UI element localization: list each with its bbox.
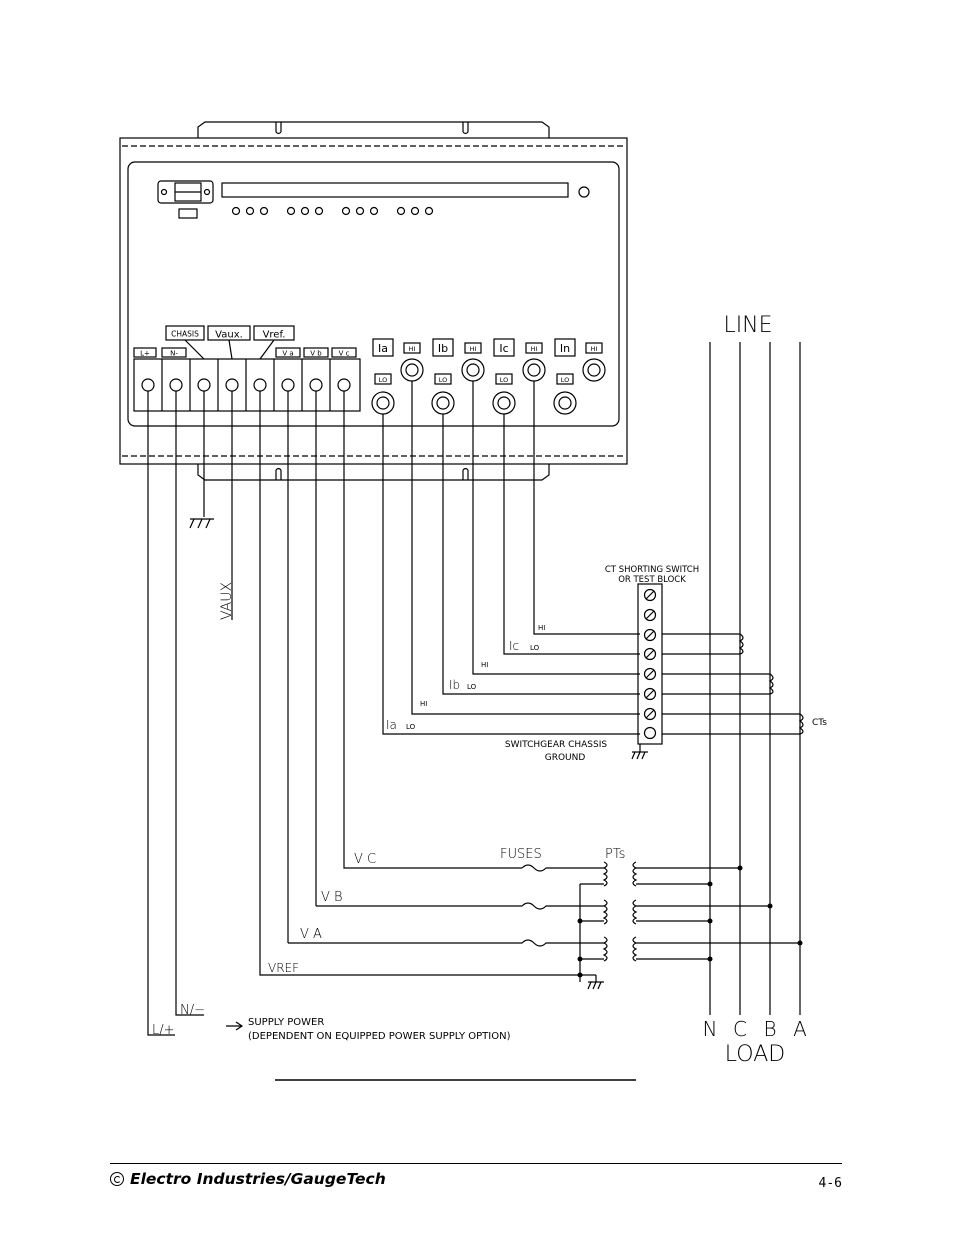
l-plus-label: L/+ [152,1023,175,1038]
ct-secondary-wires [662,633,804,735]
ib-lo-label: LO [467,683,477,691]
tag-vc: V c [339,350,350,358]
supply-label-2: (DEPENDENT ON EQUIPPED POWER SUPPLY OPTI… [248,1031,511,1042]
input-ib-hi: HI [470,345,477,353]
ib-hi-label: HI [481,661,488,669]
ct-shorting-switch [631,583,663,760]
tag-va: V a [282,350,293,358]
current-input-labels: Ia Ib Ic In HI HI HI HI LO LO LO LO [378,342,597,384]
phase-b-label: B [763,1017,776,1041]
fuses-and-pts [288,861,800,990]
input-ib-lo: LO [439,376,448,384]
footer-rule [110,1163,842,1164]
company-name: Electro Industries/GaugeTech [130,1170,386,1188]
company-logo-icon [110,1172,124,1186]
footer-brand: Electro Industries/GaugeTech [110,1170,386,1188]
line-conductors [709,342,801,1015]
input-in-hi: HI [591,345,598,353]
line-label: LINE [723,313,772,338]
ic-label: Ic [509,639,519,653]
ct-switch-label-1: CT SHORTING SWITCH [605,565,699,575]
load-label: LOAD [725,1042,785,1067]
ib-label: Ib [449,678,460,692]
supply-and-voltage-wires [147,391,583,1036]
va-label: V A [300,927,322,942]
wiring-text: VAUX CT SHORTING SWITCH OR TEST BLOCK HI… [152,313,827,1067]
input-ic-lo: LO [500,376,509,384]
input-ic-hi: HI [531,345,538,353]
input-ib-name: Ib [438,342,448,355]
supply-arrow-icon [226,1021,244,1031]
fuses-label: FUSES [500,847,542,862]
input-in-lo: LO [561,376,570,384]
ic-lo-label: LO [530,644,540,652]
tag-vref: Vref. [263,330,286,341]
ic-hi-label: HI [538,624,545,632]
terminal-block [133,325,361,412]
tag-chasis: CHASIS [171,330,199,339]
chassis-ground-icon [189,518,214,529]
input-ic-name: Ic [499,342,508,355]
supply-label-1: SUPPLY POWER [248,1017,324,1028]
ia-hi-label: HI [420,700,427,708]
n-minus-label: N/− [180,1003,205,1018]
vb-label: V B [321,890,343,905]
vaux-label: VAUX [219,582,235,620]
front-panel [157,180,590,219]
junction-dots [577,865,803,978]
pts-label: PTs [605,847,625,862]
page-number: 4-6 [818,1176,842,1191]
phase-a-label: A [793,1017,807,1041]
meter-housing [119,121,628,481]
tag-l-plus: L+ [140,350,150,358]
phase-n-label: N [703,1017,718,1041]
tag-n-minus: N- [170,350,178,358]
vc-label: V C [354,852,376,867]
switchgear-label-2: GROUND [545,753,586,763]
tag-vb: V b [310,350,322,358]
input-ia-name: Ia [378,342,388,355]
ia-label: Ia [386,718,397,732]
input-ia-lo: LO [379,376,388,384]
ia-lo-label: LO [406,723,416,731]
ct-wires [382,381,640,735]
input-in-name: In [560,342,570,355]
ct-switch-label-2: OR TEST BLOCK [618,575,686,585]
terminal-tag-labels: L+ N- V a V b V c CHASIS Vaux. Vref. [140,330,349,358]
phase-c-label: C [733,1017,747,1041]
switchgear-label-1: SWITCHGEAR CHASSIS [505,740,608,750]
cts-label: CTs [812,718,827,728]
vref-label: VREF [268,961,299,975]
tag-vaux: Vaux. [215,330,243,341]
status-leds [231,206,434,216]
input-ia-hi: HI [409,345,416,353]
